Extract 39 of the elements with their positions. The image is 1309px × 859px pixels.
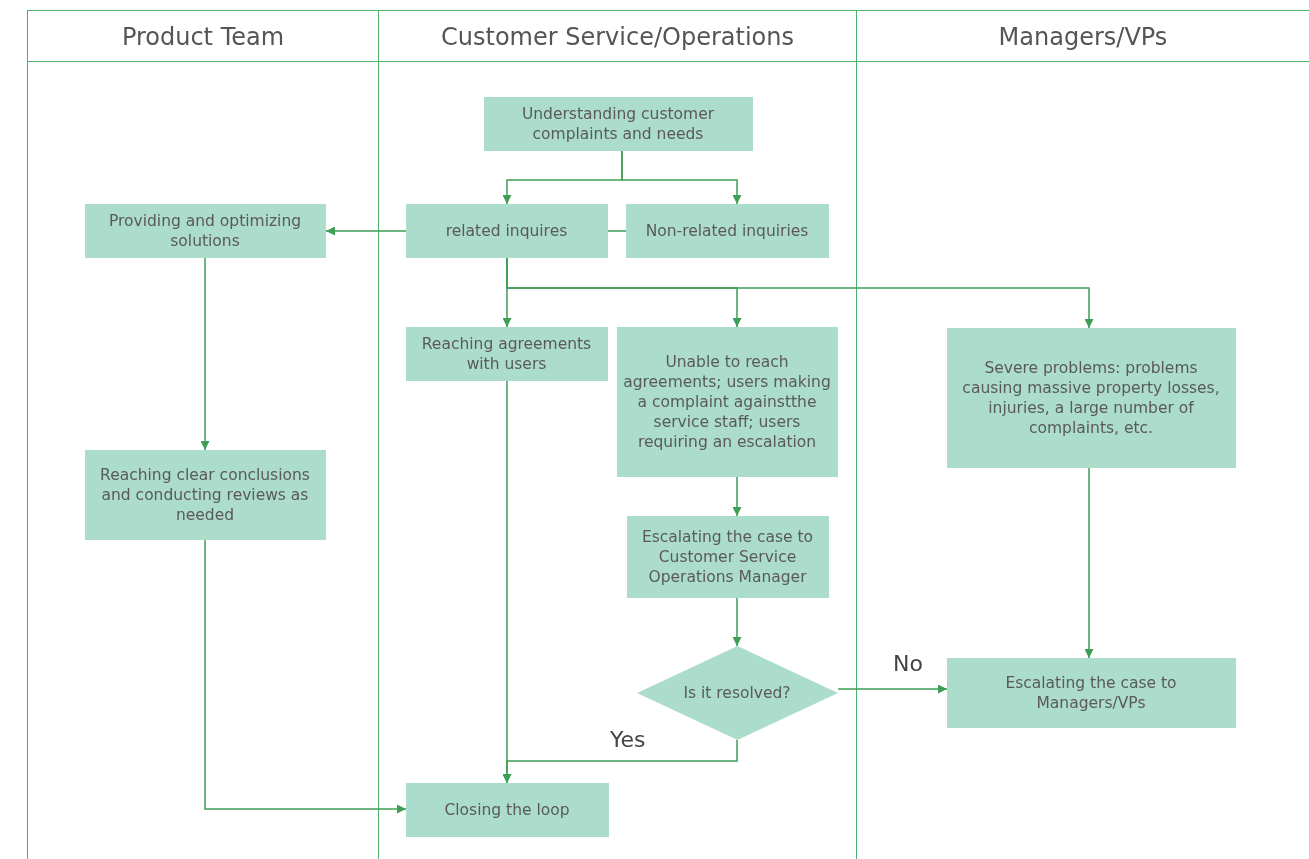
process-box	[405, 327, 608, 381]
box-text: Reaching clear conclusions and conducting reviews as needed	[99, 464, 311, 526]
process-box	[405, 783, 609, 837]
lane-header: Product Team	[120, 23, 286, 51]
arrow	[732, 597, 742, 647]
box-text: Severe problems: problems causing massive property losses, injuries, a large number of complaints, etc.	[961, 357, 1221, 439]
process-box	[616, 327, 838, 477]
box-text: related inquires	[445, 220, 568, 242]
arrow	[506, 257, 1094, 329]
box-text: Escalating the case to Customer Service Operations Manager	[640, 526, 815, 588]
arrow	[1084, 467, 1094, 659]
process-box	[625, 204, 829, 258]
swimlane	[378, 10, 856, 859]
arrow	[837, 684, 948, 694]
box-text: Closing the loop	[444, 799, 570, 821]
lane-header: Managers/VPs	[997, 23, 1169, 51]
process-box	[626, 516, 829, 598]
box-text: Reaching agreements with users	[420, 333, 593, 375]
process-box	[405, 204, 608, 258]
process-box	[946, 658, 1236, 728]
swimlane	[856, 10, 1309, 859]
process-box	[84, 204, 326, 258]
process-box	[483, 97, 753, 151]
arrow	[621, 150, 742, 205]
arrow	[325, 226, 407, 236]
swimlane	[27, 10, 378, 859]
box-text: Escalating the case to Managers/VPs	[1004, 672, 1178, 714]
box-text: Non-related inquiries	[645, 220, 809, 242]
box-text: Unable to reach agreements; users making a complaint againstthe service staff; users requiring an escalation	[622, 351, 832, 453]
arrow	[200, 257, 210, 451]
lane-header: Customer Service/Operations	[440, 23, 795, 51]
process-box	[946, 328, 1236, 468]
arrow	[502, 380, 512, 784]
box-text: Providing and optimizing solutions	[107, 210, 303, 252]
process-box	[84, 450, 326, 540]
box-text: Understanding customer complaints and needs	[520, 103, 716, 145]
box-text: Is it resolved?	[683, 682, 791, 704]
arrow	[732, 476, 742, 517]
arrow	[204, 539, 407, 814]
